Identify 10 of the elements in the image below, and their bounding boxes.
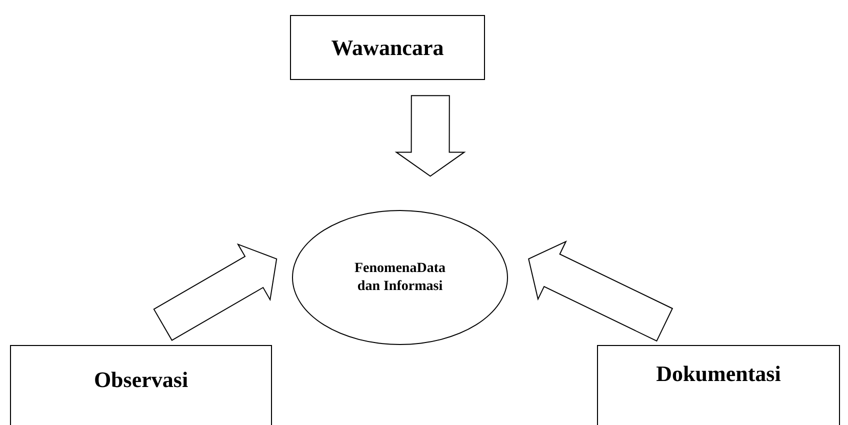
node-label: FenomenaData dan Informasi	[354, 260, 446, 295]
process-box	[10, 345, 272, 425]
node-label: Dokumentasi	[656, 360, 781, 388]
block-arrow	[153, 243, 278, 341]
block-arrow	[528, 240, 674, 342]
node-label: Wawancara	[331, 34, 444, 62]
process-box	[597, 345, 840, 425]
process-box	[290, 15, 485, 80]
block-arrow	[394, 95, 466, 177]
node-label: Observasi	[94, 366, 188, 394]
